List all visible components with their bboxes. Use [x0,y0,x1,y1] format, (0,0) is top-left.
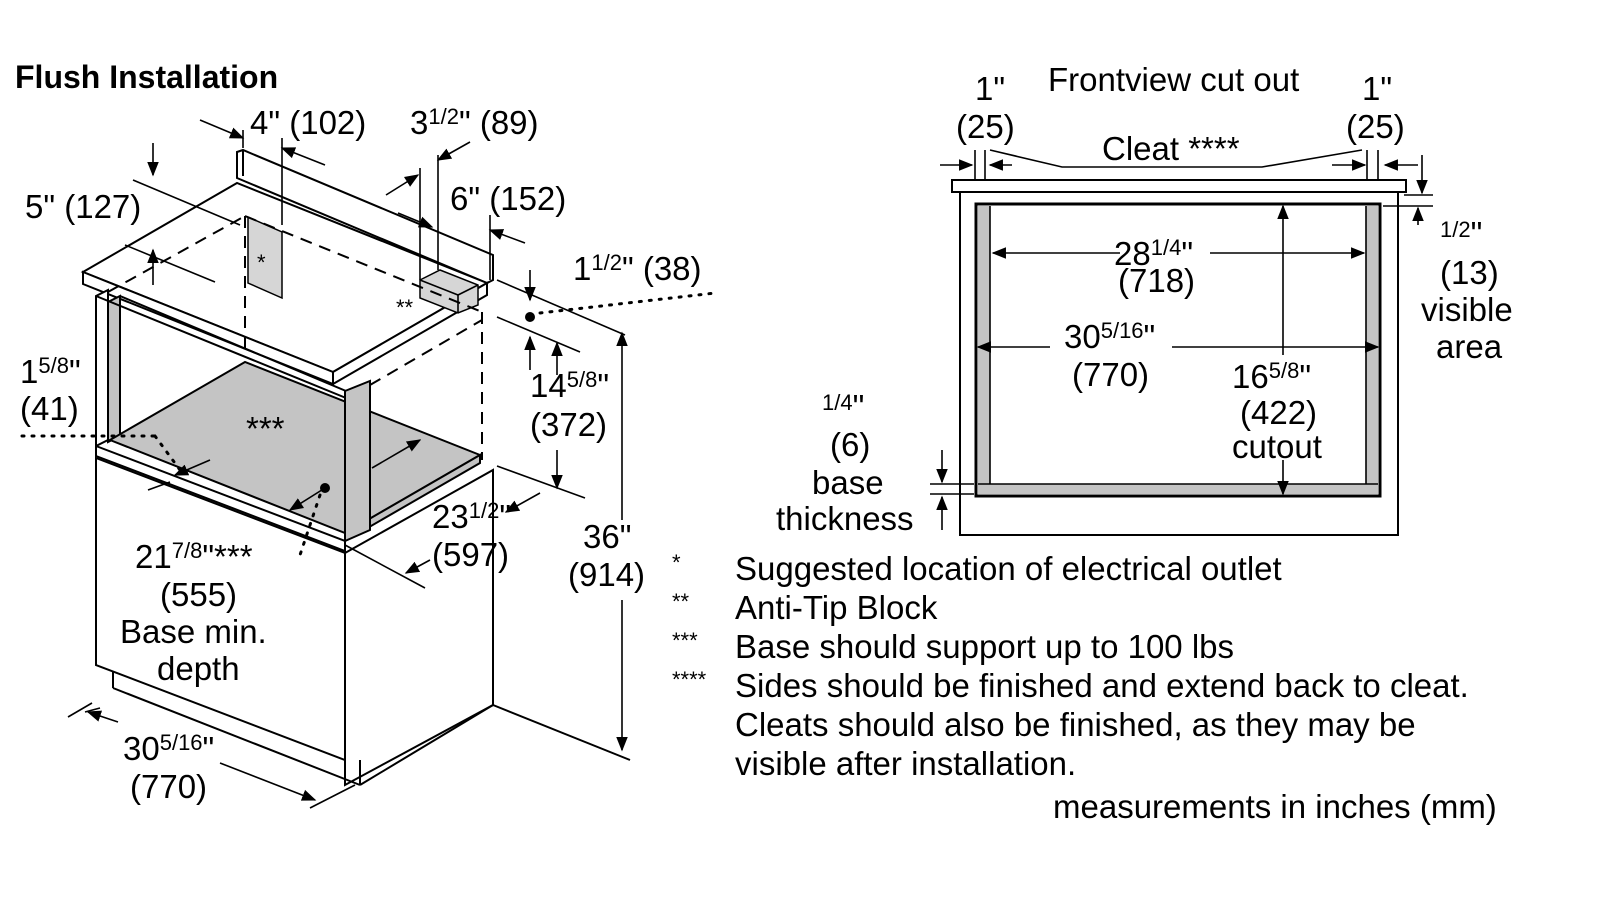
units-note: measurements in inches (mm) [1053,788,1497,825]
outlet-marker: * [257,250,266,275]
flush-installation-title: Flush Installation [15,59,278,95]
note-text: Anti-Tip Block [735,589,938,626]
anti-tip-block [419,269,479,314]
note-mark: **** [672,667,707,692]
dim-14-5-8in-mm: (372) [530,406,607,443]
dimension-lines [20,119,717,809]
base-min-label-1: Base min. [120,613,267,650]
countertop [80,181,490,386]
note-text: Cleats should also be finished, as they … [735,706,1416,743]
right-1in-mm: (25) [1346,108,1405,145]
dim-23-1-2in: 231/2" [432,498,511,535]
dim-4in: 4" (102) [250,104,366,141]
dim-16-5-8in-mm: (422) [1240,394,1317,431]
cleat-label: Cleat **** [1102,130,1240,167]
dim-30-5-16in-front: 305/16" [1064,318,1155,355]
dim-30-5-16in-front-mm: (770) [1072,356,1149,393]
base-min-label-2: depth [157,650,240,687]
dim-21-7-8in-mm: (555) [160,576,237,613]
left-side-panel [95,288,347,448]
cleat [951,179,1407,193]
dim-23-1-2in-mm: (597) [432,536,509,573]
dim-6in: 6" (152) [450,180,566,217]
anti-tip-marker: ** [396,295,414,320]
frontview-title: Frontview cut out [1048,61,1299,98]
dim-16-5-8in: 165/8" [1232,358,1311,395]
dim-half-in-mm: (13) [1440,254,1499,291]
note-mark: *** [672,628,698,653]
flush-installation-drawing: Flush Installation * ** [15,59,717,809]
dim-14-5-8in: 145/8" [530,367,609,404]
dim-36in-mm: (914) [568,556,645,593]
dim-5in: 5" (127) [25,188,141,225]
dim-half-in: 1/2" [1440,215,1482,252]
dim-36in: 36" [583,518,631,555]
note-text: Base should support up to 100 lbs [735,628,1234,665]
left-side-finish [978,206,990,484]
note-text: visible after installation. [735,745,1076,782]
note-text: Sides should be finished and extend back… [735,667,1469,704]
dim-28-1-4in: 281/4" [1114,235,1193,272]
dim-1-5-8in-mm: (41) [20,390,79,427]
right-side-finish [1366,206,1378,484]
note-text: Suggested location of electrical outlet [735,550,1282,587]
dim-quarter-in: 1/4" [822,388,864,425]
dim-21-7-8in: 217/8"*** [135,538,253,575]
base-marker: *** [246,410,285,447]
visible-area-label-2: area [1436,328,1503,365]
dim-3-1-2in: 31/2" (89) [410,104,539,141]
right-1in: 1" [1362,70,1392,107]
lower-cabinet [95,444,631,787]
left-1in: 1" [975,70,1005,107]
note-mark: * [672,550,681,575]
base-thickness-label-2: thickness [776,500,914,537]
left-1in-mm: (25) [956,108,1015,145]
dim-28-1-4in-mm: (718) [1118,262,1195,299]
dim-1-1-2in: 11/2" (38) [573,250,702,287]
base-strip [978,484,1378,494]
back-cleat [236,148,494,285]
frontview-cutout-drawing: Frontview cut out 1" (25) 1" (25) Cleat … [776,61,1513,537]
dim-quarter-in-mm: (6) [830,426,870,463]
dim-1-5-8in: 15/8" [20,353,81,390]
note-mark: ** [672,589,690,614]
dim-30-5-16in: 305/16" [123,730,214,767]
notes-legend: * Suggested location of electrical outle… [672,550,1497,825]
visible-area-label-1: visible [1421,291,1513,328]
dim-30-5-16in-mm: (770) [130,768,207,805]
base-thickness-label-1: base [812,464,884,501]
cutout-label: cutout [1232,428,1322,465]
